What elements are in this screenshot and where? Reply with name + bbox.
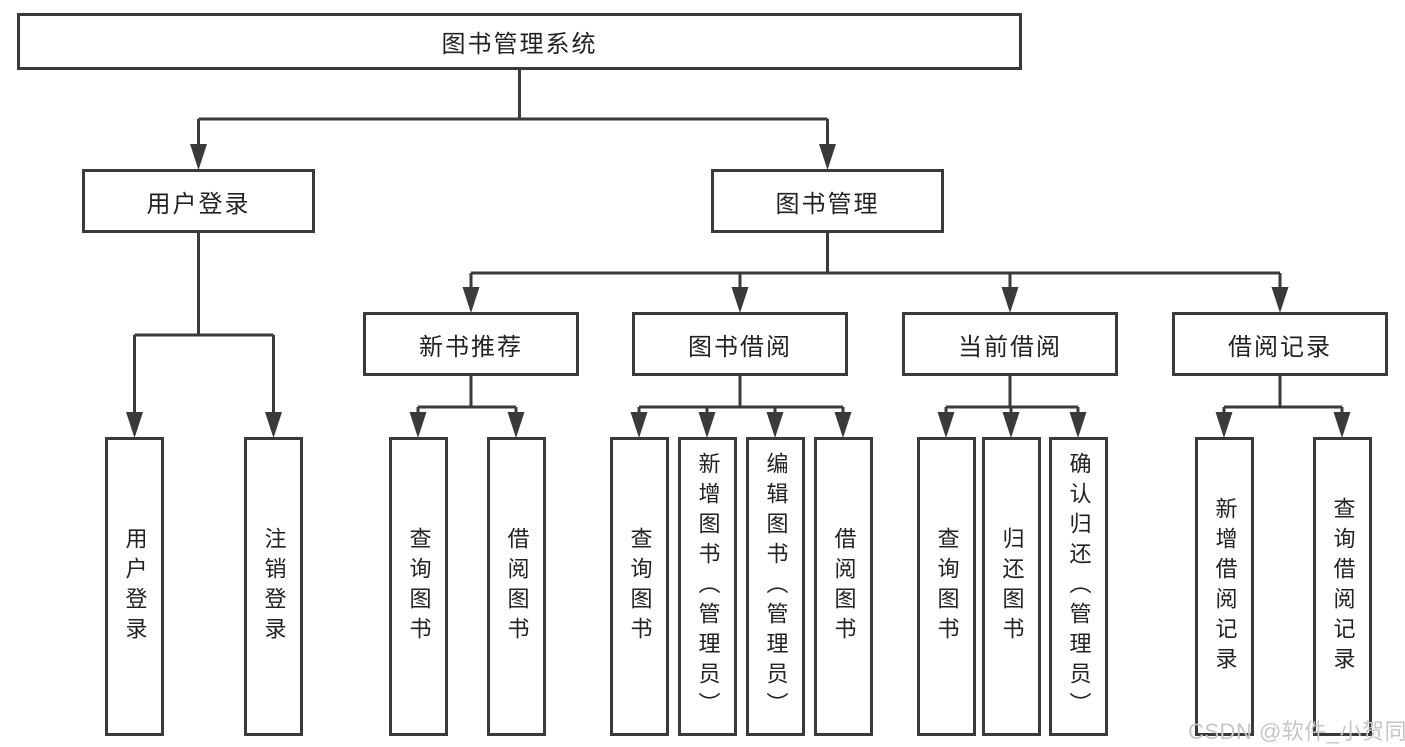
node-leaf-edit-books-admin: 编辑图书（管理员）: [746, 437, 805, 736]
node-borrowing-records: 借阅记录: [1172, 312, 1388, 376]
connector-records-to-leaves: [1215, 376, 1351, 438]
node-book-management: 图书管理: [711, 169, 944, 233]
node-leaf-return-books-label: 归还图书: [999, 526, 1025, 647]
connector-current-to-leaves: [937, 376, 1087, 438]
node-leaf-query-books-current: 查询图书: [917, 437, 976, 736]
connector-root-to-level2: [190, 70, 836, 170]
connector-management-to-level3: [462, 233, 1289, 313]
node-new-book-recommend-label: 新书推荐: [419, 333, 523, 361]
node-new-book-recommend: 新书推荐: [363, 312, 579, 376]
node-leaf-add-books-admin-label: 新增图书（管理员）: [695, 451, 721, 722]
node-leaf-return-books: 归还图书: [982, 437, 1041, 736]
node-leaf-query-borrow-record-label: 查询借阅记录: [1330, 496, 1356, 677]
node-leaf-query-books-recommend: 查询图书: [389, 437, 448, 736]
node-leaf-query-books-borrowing: 查询图书: [610, 437, 669, 736]
connector-recommend-to-leaves: [409, 376, 525, 438]
node-leaf-add-borrow-record: 新增借阅记录: [1195, 437, 1254, 736]
node-library-system: 图书管理系统: [17, 13, 1022, 70]
node-leaf-user-login-label: 用户登录: [122, 526, 148, 647]
connector-login-to-leaves: [126, 233, 282, 438]
node-leaf-borrow-books-recommend: 借阅图书: [487, 437, 546, 736]
node-user-login-label: 用户登录: [146, 190, 251, 218]
node-leaf-borrow-books-borrowing: 借阅图书: [814, 437, 873, 736]
connector-borrowing-to-leaves: [630, 376, 852, 438]
node-current-borrowing: 当前借阅: [902, 312, 1118, 376]
node-leaf-query-borrow-record: 查询借阅记录: [1313, 437, 1372, 736]
node-leaf-logout-label: 注销登录: [261, 526, 287, 647]
node-leaf-confirm-return-admin: 确认归还（管理员）: [1049, 437, 1108, 736]
node-leaf-query-books-borrowing-label: 查询图书: [627, 526, 653, 647]
node-leaf-edit-books-admin-label: 编辑图书（管理员）: [763, 451, 789, 722]
node-library-system-label: 图书管理系统: [441, 31, 598, 58]
node-leaf-add-borrow-record-label: 新增借阅记录: [1212, 496, 1238, 677]
node-user-login: 用户登录: [82, 169, 315, 233]
watermark-text: CSDN @软件_小贺同学: [1188, 719, 1405, 744]
node-book-borrowing: 图书借阅: [632, 312, 848, 376]
node-leaf-borrow-books-recommend-label: 借阅图书: [504, 526, 530, 647]
node-book-management-label: 图书管理: [775, 190, 880, 218]
node-leaf-user-login: 用户登录: [105, 437, 164, 736]
node-leaf-borrow-books-borrowing-label: 借阅图书: [831, 526, 857, 647]
node-borrowing-records-label: 借阅记录: [1228, 333, 1332, 361]
node-leaf-confirm-return-admin-label: 确认归还（管理员）: [1066, 451, 1092, 722]
node-book-borrowing-label: 图书借阅: [688, 333, 792, 361]
node-current-borrowing-label: 当前借阅: [958, 333, 1062, 361]
node-leaf-query-books-recommend-label: 查询图书: [406, 526, 432, 647]
node-leaf-add-books-admin: 新增图书（管理员）: [678, 437, 737, 736]
node-leaf-query-books-current-label: 查询图书: [934, 526, 960, 647]
node-leaf-logout: 注销登录: [244, 437, 303, 736]
